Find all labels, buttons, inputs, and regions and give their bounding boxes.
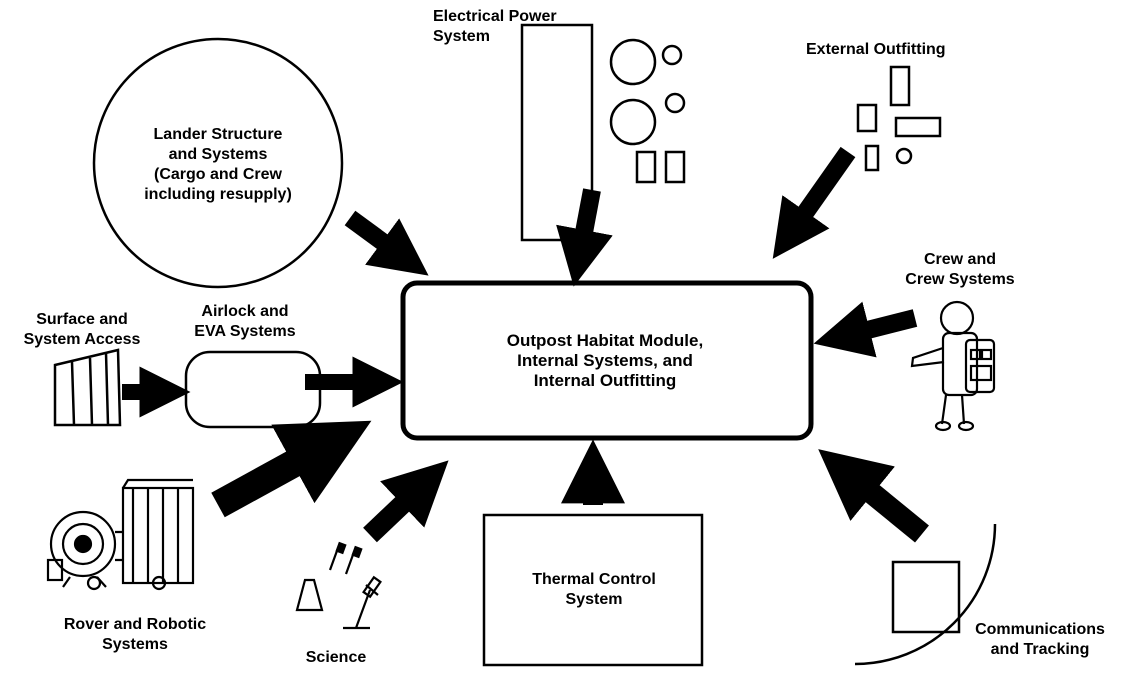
arrow-external <box>772 146 856 259</box>
crew-label-line-1: Crew and <box>923 251 996 268</box>
communications-label: Communications and Tracking <box>955 620 1125 660</box>
habitat-module-label: Outpost Habitat Module, Internal Systems… <box>445 331 765 391</box>
habitat-module-label-line-1: Outpost Habitat Module, <box>506 331 704 350</box>
airlock-label-line-2: EVA Systems <box>194 323 296 340</box>
thermal-control-label-line-1: Thermal Control <box>532 571 656 588</box>
science-label: Science <box>296 648 376 668</box>
electrical-power-label: Electrical Power System <box>433 7 557 47</box>
arrow-crew <box>813 301 918 358</box>
rover-label: Rover and Robotic Systems <box>35 615 235 655</box>
habitat-module-label-line-3: Internal Outfitting <box>533 371 677 390</box>
arrow-rover <box>211 420 372 518</box>
arrow-electrical <box>556 188 613 287</box>
airlock-label-line-1: Airlock and <box>201 303 289 320</box>
communications-label-line-1: Communications <box>975 621 1105 638</box>
external-outfitting-label-line-1: External Outfitting <box>806 41 946 58</box>
crew-label-line-2: Crew Systems <box>905 271 1015 288</box>
airlock-label: Airlock and EVA Systems <box>180 302 310 342</box>
thermal-control-box <box>482 513 704 667</box>
science-label-line-1: Science <box>305 649 367 666</box>
thermal-control-label-line-2: System <box>565 591 623 608</box>
surface-access-label-line-2: System Access <box>23 331 141 348</box>
electrical-power-label-line-1: Electrical Power <box>433 8 557 25</box>
airlock-box <box>184 350 322 429</box>
interface-arrows <box>122 146 929 543</box>
habitat-module-label-line-2: Internal Systems, and <box>517 351 693 370</box>
rover-graphic <box>46 478 195 591</box>
external-outfitting-graphic <box>856 65 942 172</box>
lander-label-line-1: Lander Structure <box>153 126 283 143</box>
lander-label-line-2: and Systems <box>168 146 268 163</box>
crew-label: Crew and Crew Systems <box>900 250 1020 290</box>
communications-label-line-2: and Tracking <box>990 641 1090 658</box>
lander-circle <box>92 37 344 289</box>
lander-label-line-3: (Cargo and Crew <box>153 166 282 183</box>
communications-antenna-graphic <box>854 523 997 666</box>
electrical-power-label-line-2: System <box>433 28 490 45</box>
thermal-control-label: Thermal Control System <box>499 570 689 610</box>
lander-label: Lander Structure and Systems (Cargo and … <box>118 125 318 205</box>
rover-label-line-2: Systems <box>102 636 168 653</box>
ladder-graphic <box>53 348 122 427</box>
electrical-power-graphic <box>520 23 686 242</box>
arrow-communications <box>818 449 929 543</box>
astronaut-graphic <box>910 300 996 432</box>
surface-access-label-line-1: Surface and <box>36 311 128 328</box>
arrow-lander <box>344 210 429 276</box>
external-outfitting-label: External Outfitting <box>806 40 946 60</box>
arrow-science <box>363 460 449 543</box>
lander-label-line-4: including resupply) <box>144 186 292 203</box>
surface-access-label: Surface and System Access <box>12 310 152 350</box>
rover-label-line-1: Rover and Robotic <box>63 616 207 633</box>
science-graphic <box>295 541 382 630</box>
